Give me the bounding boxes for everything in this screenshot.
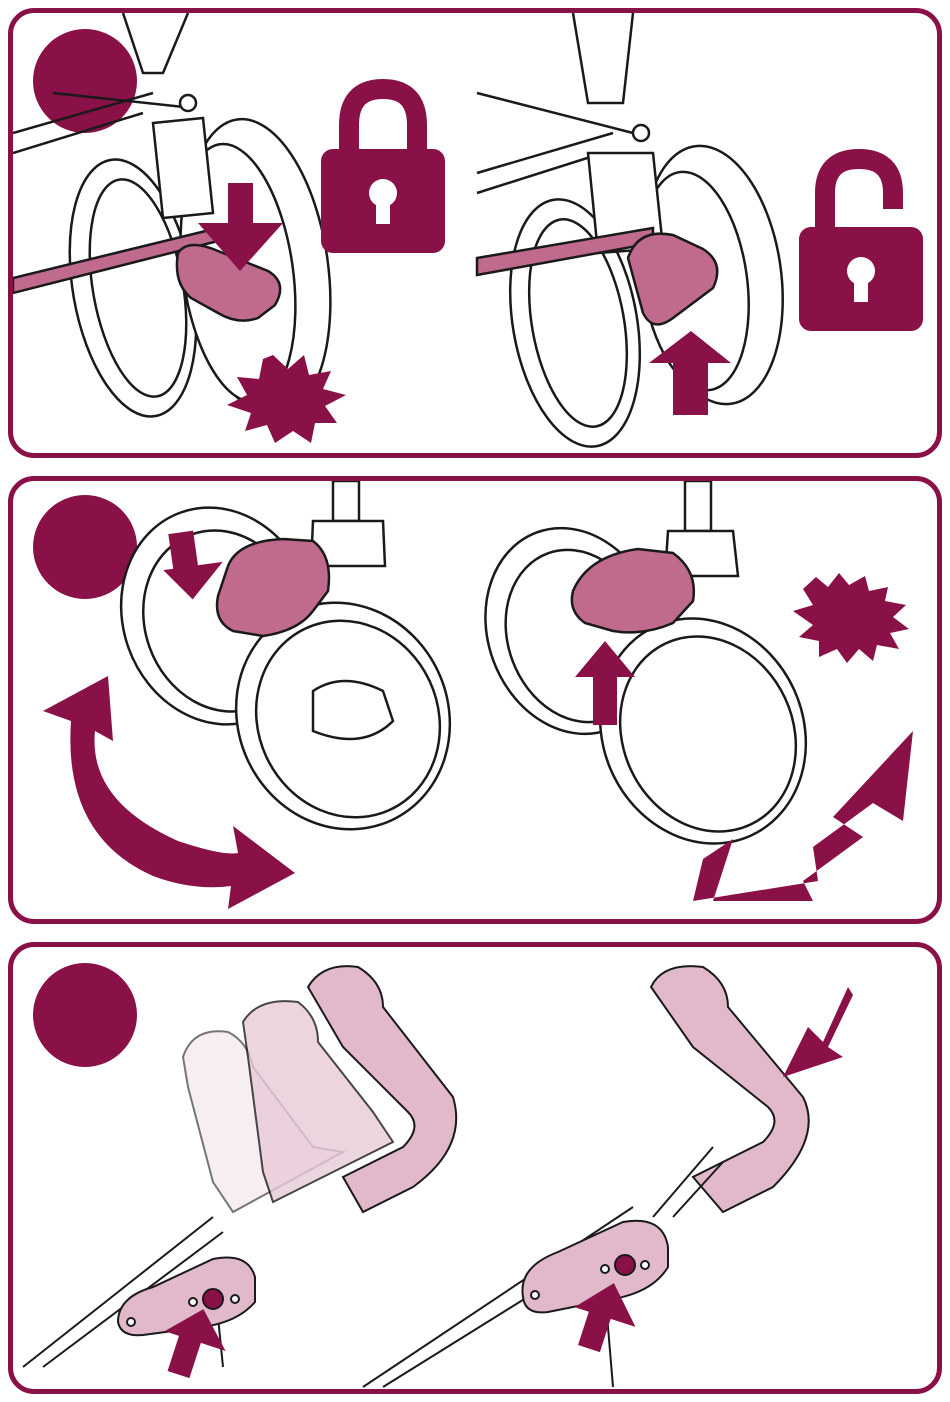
step-panel-brake: [8, 8, 942, 458]
step-badge: [33, 29, 137, 133]
handle-illustration: [13, 947, 937, 1389]
step-badge: [33, 495, 137, 599]
step-badge: [33, 963, 137, 1067]
left-caster-assembly: [91, 481, 487, 865]
step-panel-swivel: [8, 476, 942, 924]
press-arrow-icon: [783, 987, 853, 1077]
padlock-locked-icon: [321, 89, 445, 253]
brake-illustration: [13, 13, 937, 453]
padlock-unlocked-icon: [799, 159, 923, 331]
step-panel-handle: [8, 942, 942, 1394]
swivel-illustration: [13, 481, 937, 919]
click-burst-icon: [793, 573, 909, 663]
right-wheel-assembly: [477, 13, 798, 453]
right-caster-assembly: [457, 481, 842, 877]
